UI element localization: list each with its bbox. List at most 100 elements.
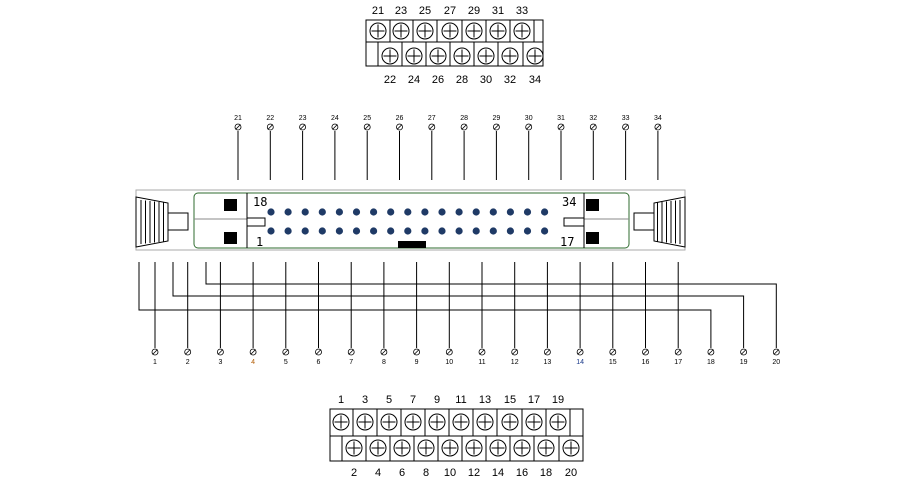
screw-icon [501, 413, 519, 431]
bottom-block-label-5: 5 [386, 394, 392, 406]
bottom-block-label-9: 9 [434, 394, 440, 406]
screw-icon [345, 439, 363, 457]
screw-icon [428, 413, 446, 431]
top-pin-label: 34 [654, 115, 662, 122]
bottom-block-label-18: 18 [540, 467, 552, 479]
screw-icon [416, 22, 434, 40]
top-pin-21: 21 [234, 115, 242, 180]
pin-terminal-icon [184, 348, 192, 356]
screw-icon [369, 439, 387, 457]
pin-terminal-icon [674, 348, 682, 356]
bottom-block-label-16: 16 [516, 467, 528, 479]
bottom-pin-2: 2 [184, 348, 192, 366]
screw-icon [513, 22, 531, 40]
bottom-pin-label: 12 [511, 359, 519, 366]
pin-terminal-icon [151, 348, 159, 356]
top-pin-label: 28 [460, 115, 468, 122]
pin-terminal-icon [380, 348, 388, 356]
pin-terminal-icon [282, 348, 290, 356]
top-block-label-25: 25 [419, 5, 431, 17]
bottom-pin-label: 9 [415, 359, 419, 366]
pin-hole-icon [335, 227, 343, 235]
screw-icon [380, 413, 398, 431]
pin-hole-icon [438, 227, 446, 235]
pin-terminal-icon [445, 348, 453, 356]
bottom-pin-13: 13 [544, 348, 552, 366]
bottom-pin-label: 15 [609, 359, 617, 366]
top-pin-label: 29 [493, 115, 501, 122]
top-pin-31: 31 [557, 115, 565, 180]
pin-hole-icon [472, 227, 480, 235]
bottom-pin-11: 11 [478, 348, 486, 366]
bottom-pin-label: 18 [707, 359, 715, 366]
pin-terminal-icon [544, 348, 551, 356]
pin-hole-icon [387, 227, 395, 235]
connector-label-pin17: 17 [560, 235, 574, 249]
top-pin-label: 30 [525, 115, 533, 122]
connector-label-pin34: 34 [562, 195, 576, 209]
pin-terminal-icon [460, 123, 468, 131]
pin-hole-icon [267, 227, 275, 235]
top-block-label-32: 32 [504, 74, 516, 86]
pin-terminal-icon [772, 348, 780, 356]
bottom-block-label-1: 1 [338, 394, 344, 406]
bottom-block-label-2: 2 [351, 467, 357, 479]
pin-terminal-icon [525, 123, 533, 131]
top-block-label-28: 28 [456, 74, 468, 86]
bottom-pin-10: 10 [445, 348, 453, 366]
pin-terminal-icon [249, 348, 257, 356]
pin-terminal-icon [216, 348, 224, 356]
pin-hole-icon [370, 208, 378, 216]
bottom-block-label-14: 14 [492, 467, 504, 479]
screw-icon [453, 47, 471, 65]
top-pin-29: 29 [492, 115, 501, 180]
connector-label-pin18: 18 [253, 195, 267, 209]
top-pin-25: 25 [363, 115, 371, 180]
screw-icon [452, 413, 470, 431]
screw-icon [429, 47, 447, 65]
screw-icon [404, 413, 422, 431]
pin-hole-icon [523, 208, 532, 216]
right-latch-icon [633, 196, 686, 248]
screw-icon [392, 22, 410, 40]
top-block-label-27: 27 [444, 5, 456, 17]
bottom-pin-label: 1 [153, 359, 157, 366]
pin-terminal-icon [492, 123, 500, 131]
screw-icon [562, 439, 580, 457]
pin-terminal-icon [609, 348, 617, 356]
pin-terminal-icon [654, 123, 662, 131]
pin-hole-icon [301, 227, 309, 235]
bottom-block-label-6: 6 [399, 467, 405, 479]
pin-terminal-icon [234, 123, 242, 131]
bottom-pin-label: 16 [642, 359, 650, 366]
screw-icon [356, 413, 374, 431]
pin-terminal-icon [299, 123, 307, 131]
pin-terminal-icon [413, 348, 421, 356]
pin-terminal-icon [347, 348, 355, 356]
left-latch-icon [135, 196, 189, 248]
bottom-block-label-17: 17 [528, 394, 540, 406]
top-pin-label: 25 [363, 115, 371, 122]
pin-hole-icon [455, 208, 463, 216]
top-pin-28: 28 [460, 115, 468, 180]
bottom-block-label-20: 20 [565, 467, 577, 479]
bottom-block-label-7: 7 [410, 394, 416, 406]
top-pin-label: 23 [299, 115, 307, 122]
top-pin-label: 31 [557, 115, 565, 122]
connector-label-pin1: 1 [256, 235, 263, 249]
pin-hole-icon [421, 208, 429, 216]
top-pin-label: 22 [266, 115, 274, 122]
pin-terminal-icon [396, 123, 403, 131]
top-pin-27: 27 [428, 115, 436, 180]
screw-icon [549, 413, 567, 431]
bottom-pin-16: 16 [642, 348, 650, 366]
bottom-block-label-13: 13 [479, 394, 491, 406]
top-pin-23: 23 [299, 115, 307, 180]
bottom-pin-label: 13 [544, 359, 552, 366]
pin-hole-icon [523, 227, 532, 235]
bottom-pin-12: 12 [511, 348, 519, 366]
bottom-pin-label: 10 [445, 359, 453, 366]
top-terminal-block: 21 23 25 27 29 31 33 22 24 26 28 30 32 3… [365, 5, 544, 86]
pin-terminal-icon [331, 123, 339, 131]
pin-hole-icon [335, 208, 343, 216]
